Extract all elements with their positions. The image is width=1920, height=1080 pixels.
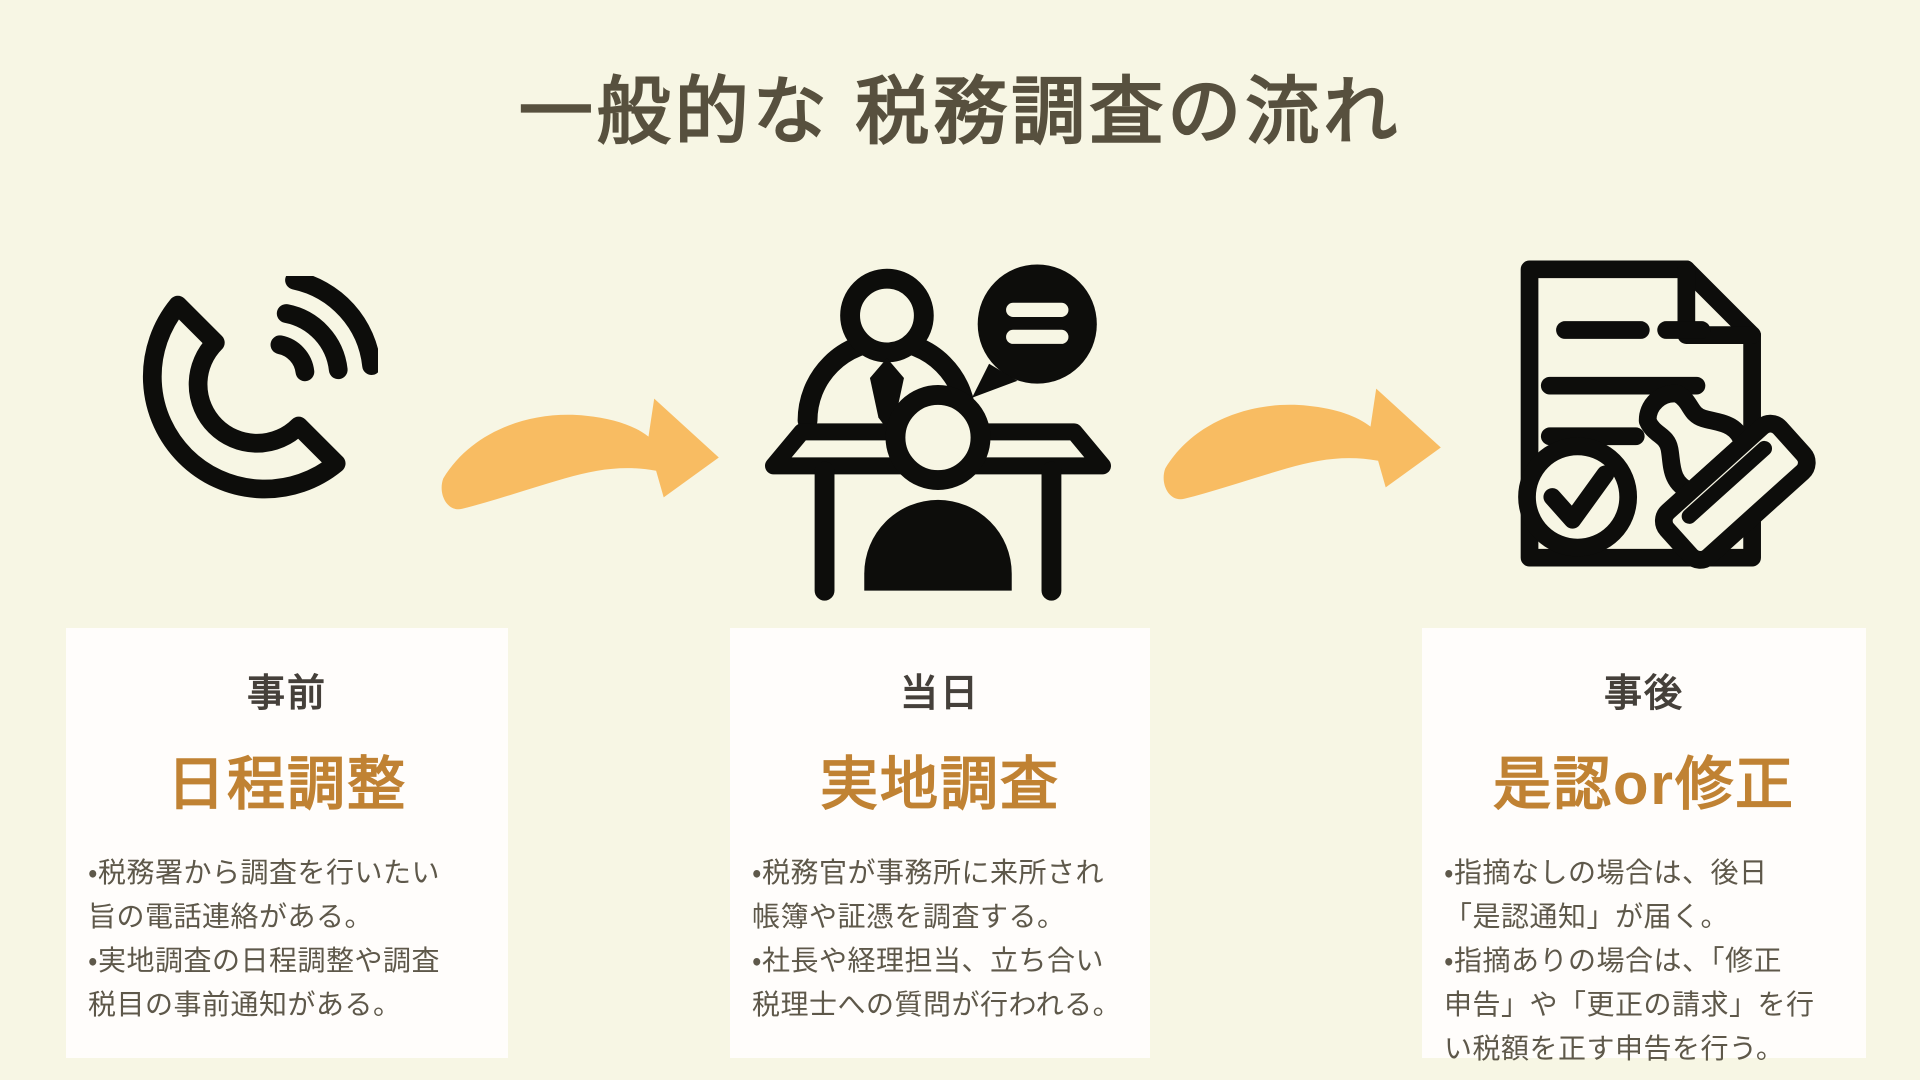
phone-icon bbox=[142, 276, 378, 499]
step-card-audit-day: 当日 実地調査 ・税務官が事務所に来所され 帳簿や証憑を調査する。 ・社長や経理… bbox=[730, 628, 1150, 1058]
step-card-after-audit: 事後 是認or修正 ・指摘なしの場合は、後日 「是認通知」が届く。 ・指摘ありの… bbox=[1422, 628, 1866, 1064]
stage-label: 当日 bbox=[899, 673, 980, 715]
document-stamp-icon bbox=[1518, 260, 1816, 569]
stage-title: 日程調整 bbox=[166, 752, 407, 817]
stage-description: ・税務官が事務所に来所され 帳簿や証憑を調査する。 ・社長や経理担当、立ち合い … bbox=[752, 857, 1122, 1020]
page-title: 一般的な 税務調査の流れ bbox=[518, 70, 1402, 153]
stage-label: 事前 bbox=[246, 673, 327, 715]
curved-arrow-icon bbox=[1163, 388, 1441, 500]
curved-arrow-icon bbox=[441, 398, 719, 510]
stage-description: ・税務署から調査を行いたい 旨の電話連絡がある。 ・実地調査の日程調整や調査 税… bbox=[88, 857, 441, 1020]
step-card-before-audit: 事前 日程調整 ・税務署から調査を行いたい 旨の電話連絡がある。 ・実地調査の日… bbox=[66, 628, 508, 1058]
stage-description: ・指摘なしの場合は、後日 「是認通知」が届く。 ・指摘ありの場合は、「修正 申告… bbox=[1444, 857, 1815, 1064]
stage-title: 是認or修正 bbox=[1492, 752, 1795, 817]
stage-title: 実地調査 bbox=[819, 752, 1060, 817]
stage-label: 事後 bbox=[1603, 673, 1684, 715]
interview-icon bbox=[765, 264, 1111, 601]
